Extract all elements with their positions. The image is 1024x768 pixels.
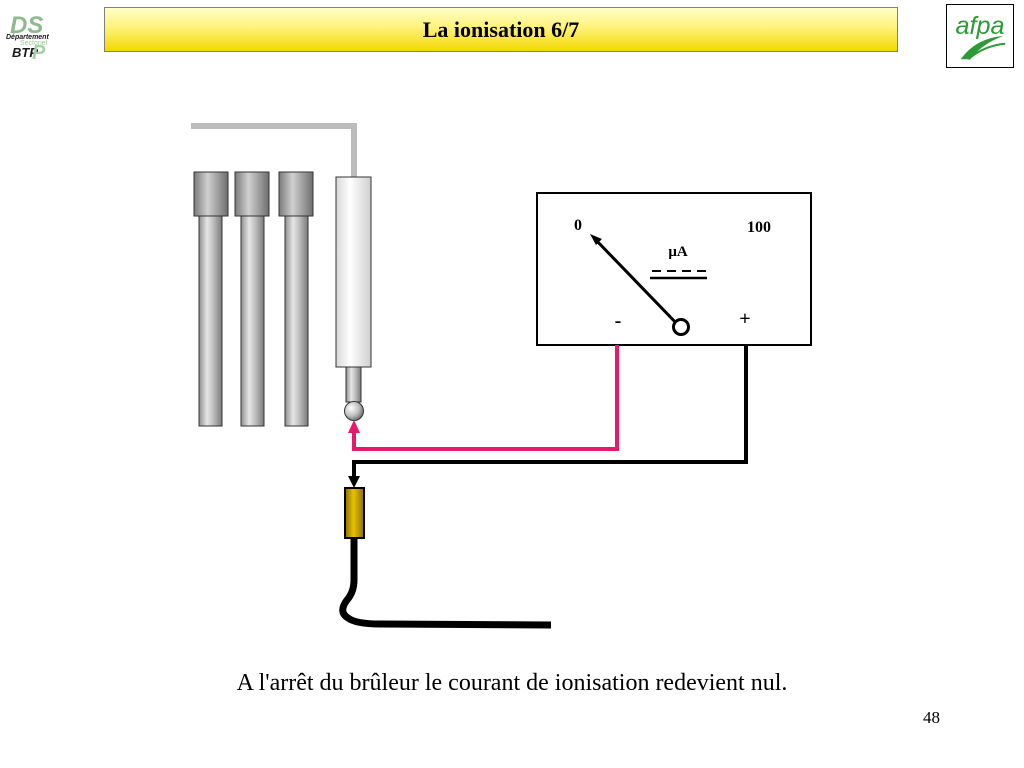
ground-cable (339, 538, 552, 629)
meter-scale-max: 100 (747, 219, 771, 236)
meter-scale-min: 0 (574, 217, 582, 234)
signal-wire (352, 345, 619, 451)
logo-ds-department: Département (6, 34, 49, 41)
afpa-swoosh-icon (960, 36, 1004, 60)
support-rod (191, 123, 357, 178)
afpa-logo-text: afpa (956, 12, 1005, 40)
title-bar: La ionisation 6/7 (104, 7, 898, 52)
logo-ds-letters: DS (10, 12, 43, 39)
slide-caption: A l'arrêt du brûleur le courant de ionis… (236, 670, 788, 696)
meter-needle-tip (590, 234, 602, 245)
logo-btp: BTP (12, 45, 38, 60)
meter-needle (592, 236, 682, 329)
burner-tube (234, 171, 270, 427)
meter-unit: μA (668, 244, 688, 260)
ground-wire (352, 345, 748, 478)
slide-title: La ionisation 6/7 (422, 16, 580, 42)
cable-connector (344, 487, 365, 539)
logo-ds-subtext: Sectoriel (20, 40, 48, 47)
dsbtp-logo: DS Sectoriel Département BTP P (6, 12, 49, 63)
burner-tube (278, 171, 314, 427)
signal-wire-arrow (348, 420, 360, 433)
ground-wire-arrow (348, 476, 360, 488)
svg-text:P: P (32, 42, 46, 63)
meter-pivot (672, 318, 690, 336)
afpa-logo: afpa (946, 4, 1014, 68)
slide-number: 48 (923, 708, 940, 727)
meter-minus-terminal: - (615, 310, 622, 332)
ionisation-electrode (335, 176, 372, 421)
burner-tube (193, 171, 229, 427)
meter-plus-terminal: + (739, 308, 750, 330)
